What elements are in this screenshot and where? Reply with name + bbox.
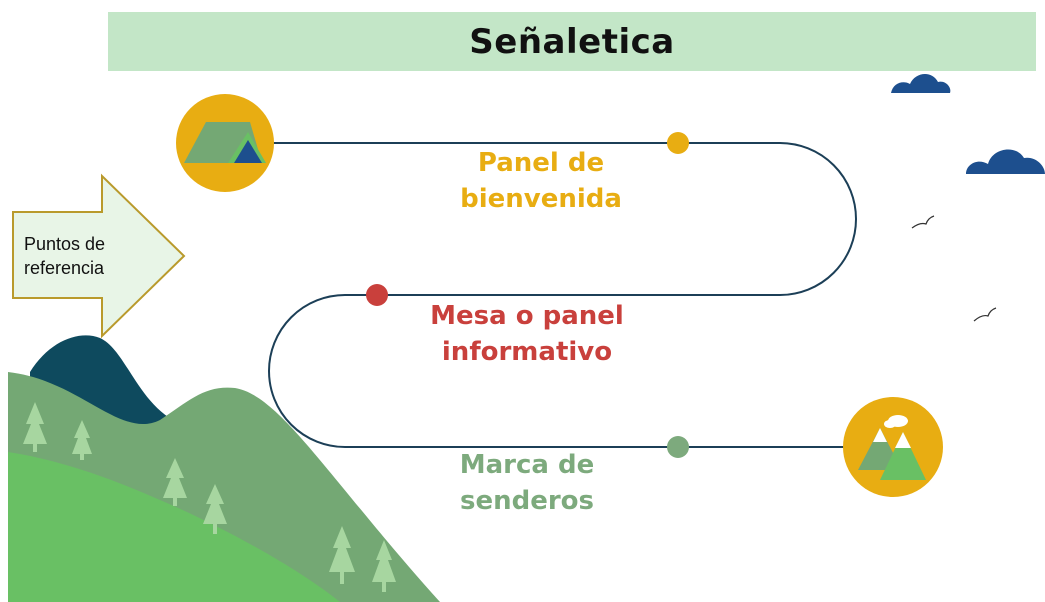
tent-icon	[176, 94, 274, 192]
stop-label-line: Mesa o panel	[430, 301, 624, 331]
tree-icon	[23, 402, 47, 452]
stop-label-line: senderos	[459, 486, 595, 516]
stop-dot-marca	[667, 436, 689, 458]
arrow-label-line2: referencia	[24, 258, 105, 278]
title-bar: Señaletica	[108, 12, 1036, 71]
tree-icon	[72, 420, 92, 460]
cloud-icon	[891, 73, 951, 93]
hill-front	[8, 452, 340, 602]
reference-arrow-label: Puntos de referencia	[24, 232, 164, 280]
bird-icon	[973, 307, 997, 322]
stop-label-line: Marca de	[459, 450, 595, 480]
bird-icon	[911, 215, 935, 229]
stop-label-line: Panel de	[477, 148, 605, 178]
trail-path	[226, 142, 893, 448]
stop-label-line: informativo	[441, 337, 613, 367]
tree-icon	[203, 484, 227, 534]
page-title: Señaletica	[469, 21, 675, 62]
tree-icon	[372, 540, 396, 592]
reference-arrow	[12, 173, 186, 339]
stop-dot-mesa	[366, 284, 388, 306]
stop-dot-panel	[667, 132, 689, 154]
cloud-icon	[966, 149, 1045, 174]
tree-icon	[329, 526, 355, 584]
mountain-icon	[843, 397, 943, 497]
stop-label-mesa: Mesa o panel informativo	[412, 298, 642, 370]
arrow-label-line1: Puntos de	[24, 234, 106, 254]
stop-label-marca: Marca de senderos	[412, 447, 642, 519]
stop-label-panel: Panel de bienvenida	[426, 145, 656, 217]
tree-icon	[163, 458, 187, 506]
stop-label-line: bienvenida	[460, 184, 622, 214]
